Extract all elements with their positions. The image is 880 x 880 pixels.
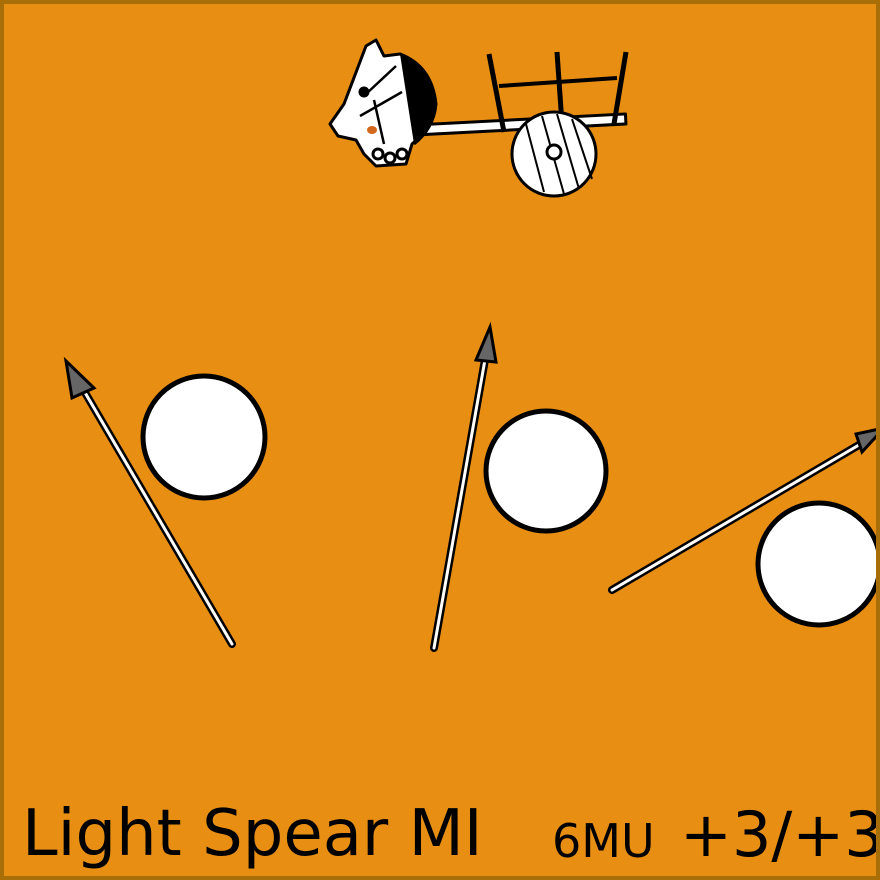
spear-icon: [608, 428, 876, 594]
unit-name: Light Spear MI: [22, 797, 483, 871]
movement-value: 6MU: [552, 814, 655, 868]
spear-icon: [430, 321, 498, 652]
shield-icon: [755, 500, 876, 628]
spear-icon: [63, 356, 236, 648]
shield-icon: [140, 373, 268, 501]
card-artwork: [63, 38, 876, 652]
chariot-icon: [328, 38, 629, 198]
combat-factors: +3/+3: [680, 798, 880, 871]
shield-icon: [483, 408, 609, 534]
